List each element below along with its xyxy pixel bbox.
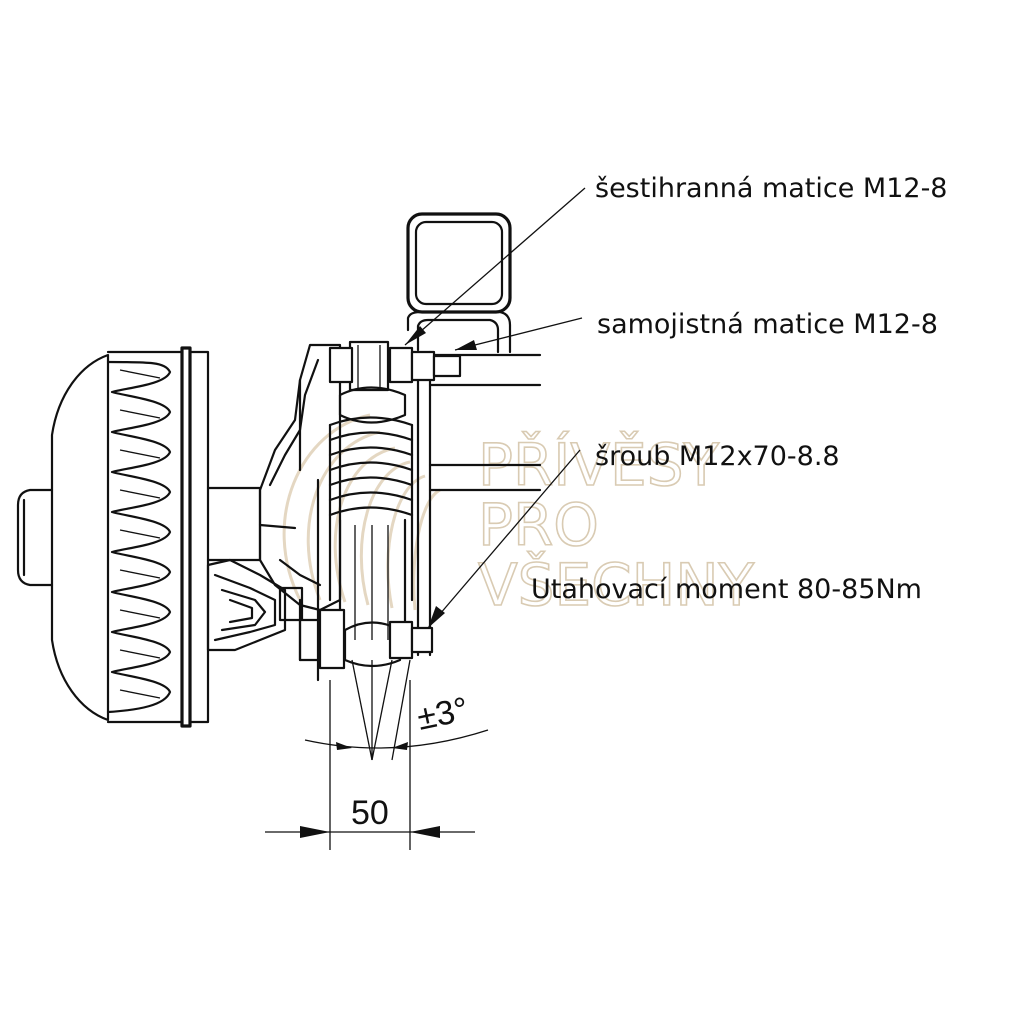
- top-nut-left: [328, 346, 354, 384]
- width-dimension-value: 50: [351, 794, 389, 832]
- top-bolt-end: [432, 354, 462, 378]
- bottom-nut-right: [388, 620, 414, 660]
- callout-labels: šestihranná matice M12-8 samojistná mati…: [531, 173, 948, 605]
- label-hex-nut: šestihranná matice M12-8: [595, 173, 948, 204]
- bottom-bolt-end: [410, 626, 434, 654]
- watermark-logo-arcs: [282, 413, 441, 611]
- watermark-line2: PRO: [478, 491, 599, 559]
- label-bolt: šroub M12x70-8.8: [595, 441, 840, 472]
- angle-dimension-value: ±3°: [414, 690, 472, 738]
- hub-cap: [16, 488, 54, 587]
- shock-spring: [328, 416, 414, 602]
- watermark: PŘÍVĚSY PRO VŠECHNY: [282, 413, 755, 620]
- shock-absorber: [298, 340, 462, 682]
- wheel: [16, 346, 262, 728]
- leader-lines: [404, 187, 586, 629]
- axle-arm: [206, 558, 304, 652]
- leader-hex-nut: [404, 187, 586, 346]
- bottom-washer: [318, 608, 346, 670]
- tread-pattern: [106, 360, 172, 714]
- label-lock-nut: samojistná matice M12-8: [597, 309, 938, 340]
- leader-lock-nut: [454, 317, 583, 351]
- tread-zone: [106, 350, 184, 724]
- arm-pivot: [278, 586, 304, 622]
- top-lock-nut: [410, 350, 436, 382]
- rim-flange: [188, 350, 210, 724]
- swing-arm: [258, 343, 342, 612]
- hub: [206, 486, 262, 562]
- tyre-outline: [50, 353, 110, 722]
- label-torque: Utahovací moment 80-85Nm: [531, 574, 922, 605]
- frame-bracket: [406, 212, 542, 657]
- dimension-lines: 50 ±3°: [265, 659, 489, 850]
- shock-bottom-eye: [343, 621, 402, 668]
- shock-top-eye: [348, 340, 390, 392]
- top-nut-right: [388, 346, 414, 384]
- rim-band: [180, 346, 192, 728]
- leader-bolt: [427, 449, 581, 629]
- watermark-line3: VŠECHNY: [478, 550, 755, 619]
